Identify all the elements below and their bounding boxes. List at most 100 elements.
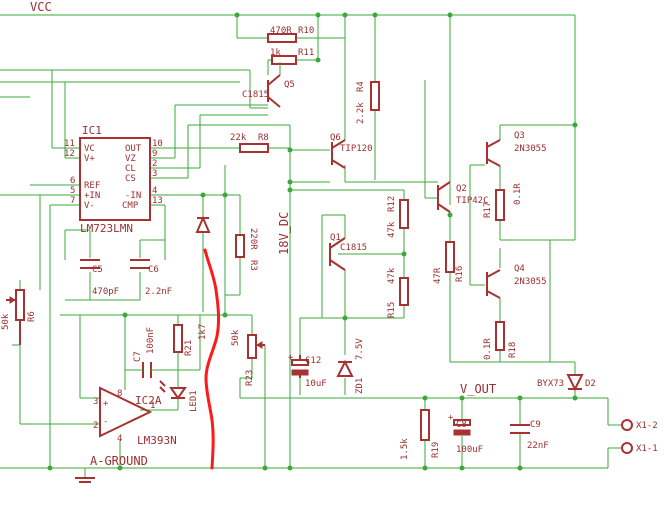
r23-ref: R23	[245, 370, 255, 386]
red-annotation-line	[203, 248, 221, 470]
r15-ref: R15	[387, 302, 397, 318]
r17-value: 0.1R	[513, 183, 523, 205]
q3-ref: Q3	[514, 131, 525, 141]
led-led1: LED1	[159, 380, 199, 412]
ic1-pin-label-cl: CL	[125, 164, 136, 174]
r15-value: 47k	[387, 267, 397, 284]
q4-part: 2N3055	[514, 277, 547, 287]
ic1-lm723: IC1 LM723LMN VC V+ REF +IN V- 11 12 6 5 …	[64, 124, 163, 235]
connector-x1-2: X1-2	[621, 419, 658, 431]
ic2-pin-3: 3	[93, 397, 98, 407]
r10-ref: R10	[298, 26, 314, 36]
ic1-pin-label-out: OUT	[125, 144, 142, 154]
capacitor-c6: C6 2.2nF	[130, 259, 172, 297]
ic2-pin-4: 4	[117, 434, 122, 444]
r17-ref: R17	[483, 202, 493, 218]
junction-dots	[47, 12, 578, 471]
c8-ref: C8	[456, 420, 467, 430]
q4-ref: Q4	[514, 264, 525, 274]
ic1-pin-label-inplus: +IN	[84, 191, 100, 201]
transistor-q3: Q3 2N3055	[486, 131, 547, 167]
r3-ref: R3	[248, 260, 258, 271]
ic2-minus-sign: -	[103, 417, 108, 427]
r18-ref: R18	[508, 342, 518, 358]
r6-value: 50k	[1, 313, 11, 330]
c9-ref: C9	[530, 420, 541, 430]
r12-ref: R12	[387, 196, 397, 212]
q3-part: 2N3055	[514, 144, 547, 154]
q5-ref: Q5	[284, 80, 295, 90]
zener-cmp	[195, 215, 211, 233]
resistor-r18: 0.1R R18	[483, 321, 518, 360]
c12-value: 10uF	[305, 379, 327, 389]
capacitor-c9: C9 22nF	[510, 420, 549, 451]
resistor-r17: R17 0.1R	[483, 183, 523, 221]
ic1-pin-num-4: 4	[152, 186, 157, 196]
transistor-q2: Q2 TIP42C	[437, 181, 489, 213]
ic1-pin-label-vz: VZ	[125, 154, 136, 164]
q1-ref: Q1	[330, 233, 341, 243]
c9-value: 22nF	[527, 441, 549, 451]
transistor-q1: Q1 C1815	[329, 215, 367, 271]
resistor-r4: 2.2k R4	[356, 81, 380, 124]
resistor-r19: 1.5k R19	[400, 409, 441, 460]
d2-part: BYX73	[537, 379, 564, 389]
ic2-pin-1: 1	[150, 401, 155, 411]
ic1-pin-num-5: 5	[70, 186, 75, 196]
c5-value: 470pF	[92, 287, 119, 297]
c12-plus-sign: +	[288, 353, 294, 363]
ic1-pin-num-2: 2	[152, 159, 157, 169]
ic1-pin-num-9: 9	[152, 149, 157, 159]
connector-x1-1: X1-1	[621, 442, 658, 454]
ic1-pin-label-vplus: V+	[84, 154, 95, 164]
r12-value: 47k	[387, 221, 397, 238]
resistor-r12: 47k R12	[387, 196, 409, 238]
r11-ref: R11	[298, 48, 314, 58]
capacitor-c5: C5 470pF	[80, 259, 119, 297]
diode-d2: BYX73 D2	[537, 374, 596, 392]
ic1-name: IC1	[82, 124, 102, 137]
q6-ref: Q6	[330, 133, 341, 143]
resistor-r3: 220R R3	[235, 228, 258, 271]
wires	[0, 14, 622, 478]
ic1-pin-label-in-minus: -IN	[125, 191, 141, 201]
r4-value: 2.2k	[356, 102, 366, 124]
resistor-r16: 47R R16	[433, 241, 465, 284]
ic1-pin-label-cmp: CMP	[122, 201, 139, 211]
r4-ref: R4	[356, 81, 366, 92]
ic2-plus-sign: +	[103, 399, 109, 409]
resistor-r15: 47k R15	[387, 267, 409, 318]
ic1-pin-num-12: 12	[64, 149, 75, 159]
net-label-18v-dc: 18V_DC	[277, 212, 291, 255]
q2-ref: Q2	[456, 184, 467, 194]
r11-value: 1k	[270, 48, 281, 58]
q1-part: C1815	[340, 243, 367, 253]
potentiometer-r6: R6 50k	[1, 289, 37, 345]
capacitor-c12: + C12 10uF	[288, 353, 327, 389]
transistor-q4: Q4 2N3055	[486, 264, 547, 299]
c7-value: 100nF	[146, 327, 156, 354]
c8-plus-sign: +	[448, 413, 454, 423]
q2-part: TIP42C	[456, 196, 489, 206]
r19-value: 1.5k	[400, 438, 410, 460]
resistor-r11: 1k R11	[270, 48, 314, 65]
c12-ref: C12	[305, 356, 321, 366]
capacitor-c8: + C8 100uF	[448, 413, 483, 455]
r19-ref: R19	[431, 442, 441, 458]
r8-value: 22k	[230, 133, 247, 143]
r23-value: 50k	[231, 329, 241, 346]
c5-ref: C5	[92, 265, 103, 275]
ic2-pin-2: 2	[93, 421, 98, 431]
r3-value: 220R	[248, 228, 258, 250]
transistor-q6: Q6 TIP120	[330, 133, 373, 169]
led1-ref: LED1	[189, 390, 199, 412]
resistor-r21: R21 1k7	[173, 324, 208, 356]
r21-value: 1k7	[198, 324, 208, 340]
ic1-pin-num-10: 10	[152, 139, 163, 149]
ic2-pin-8: 8	[117, 389, 122, 399]
ic2-part: LM393N	[137, 434, 177, 447]
r16-ref: R16	[455, 266, 465, 282]
ic1-pin-num-3: 3	[152, 169, 157, 179]
ic2-lm393: IC2A LM393N 8 3 2 4 1 + -	[93, 386, 177, 447]
